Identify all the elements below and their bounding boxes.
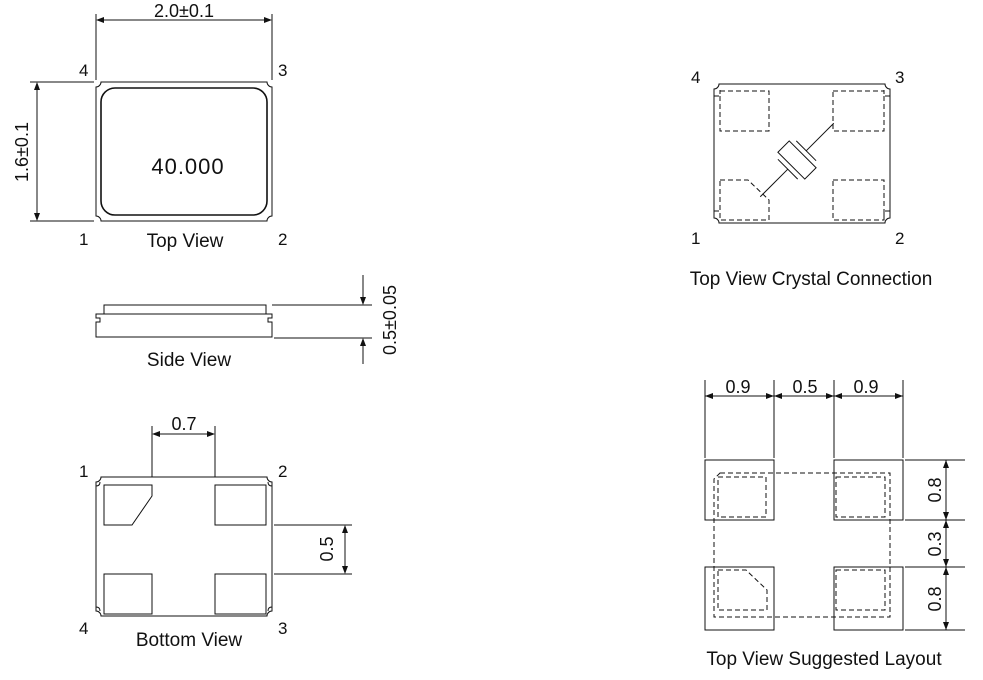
layout-land-tl [704,459,775,521]
top-view-height-dim: 1.6±0.1 [12,122,32,182]
top-view: 40.000 2.0±0.1 1.6±0.1 4 3 1 2 Top View [12,1,287,252]
crystal-pad-4 [719,90,770,132]
layout-land-bl [704,566,775,631]
layout-v-dim-2: 0.3 [925,531,945,556]
layout-device-pad-bl [717,569,768,611]
crystal-pin-1: 1 [691,229,700,248]
crystal-pad-1 [719,179,770,221]
top-view-package-outline [95,81,273,222]
suggested-layout-view: 0.9 0.5 0.9 0.8 0.3 0.8 Top View Suggest… [704,377,965,670]
bottom-view: 0.7 0.5 1 2 4 3 Bottom View [79,414,352,651]
crystal-pin-3: 3 [895,68,904,87]
top-view-lid [100,87,268,216]
bottom-view-package-outline [95,476,273,617]
side-view-thickness-dim: 0.5±0.05 [380,285,400,355]
top-view-pin-3: 3 [278,61,287,80]
top-view-pin-1: 1 [79,230,88,249]
crystal-pad-2 [832,179,885,221]
layout-land-br [833,566,904,631]
crystal-pin-4: 4 [691,68,700,87]
layout-land-tr [833,459,904,521]
top-view-caption: Top View [147,231,224,252]
side-view-caption: Side View [147,350,231,371]
bottom-view-pin-1: 1 [79,462,88,481]
layout-h-dim-1: 0.9 [725,377,750,397]
layout-v-dim-1: 0.8 [925,477,945,502]
top-view-pin-2: 2 [278,230,287,249]
crystal-pin-2: 2 [895,229,904,248]
top-view-width-dim: 2.0±0.1 [154,1,214,21]
bottom-view-pad-height-dim: 0.5 [317,536,337,561]
layout-package-outline [713,472,891,618]
side-view-lid [103,304,267,315]
bottom-view-pad-3 [214,573,267,615]
layout-h-dim-2: 0.5 [792,377,817,397]
side-view: 0.5±0.05 Side View [95,275,400,371]
crystal-pad-3 [832,90,885,132]
bottom-view-pad-4 [103,573,153,615]
layout-device-pad-tl [717,476,767,518]
bottom-view-pad-1 [103,484,153,526]
crystal-package-outline [713,83,891,224]
top-view-marking: 40.000 [151,154,224,179]
layout-v-dim-3: 0.8 [925,586,945,611]
bottom-view-caption: Bottom View [136,630,243,651]
crystal-connection-view: 4 3 1 2 Top View Crystal Connection [690,68,933,290]
bottom-view-pin-4: 4 [79,619,88,638]
crystal-symbol [759,122,835,198]
side-view-body [95,313,273,338]
layout-h-dim-3: 0.9 [853,377,878,397]
bottom-view-pad-width-dim: 0.7 [171,414,196,434]
bottom-view-pin-2: 2 [278,462,287,481]
bottom-view-pin-3: 3 [278,619,287,638]
crystal-caption: Top View Crystal Connection [690,269,933,290]
layout-device-pad-br [835,569,886,611]
bottom-view-pad-2 [214,484,267,526]
layout-caption: Top View Suggested Layout [706,649,942,670]
layout-device-pad-tr [835,476,886,518]
top-view-pin-4: 4 [79,61,88,80]
